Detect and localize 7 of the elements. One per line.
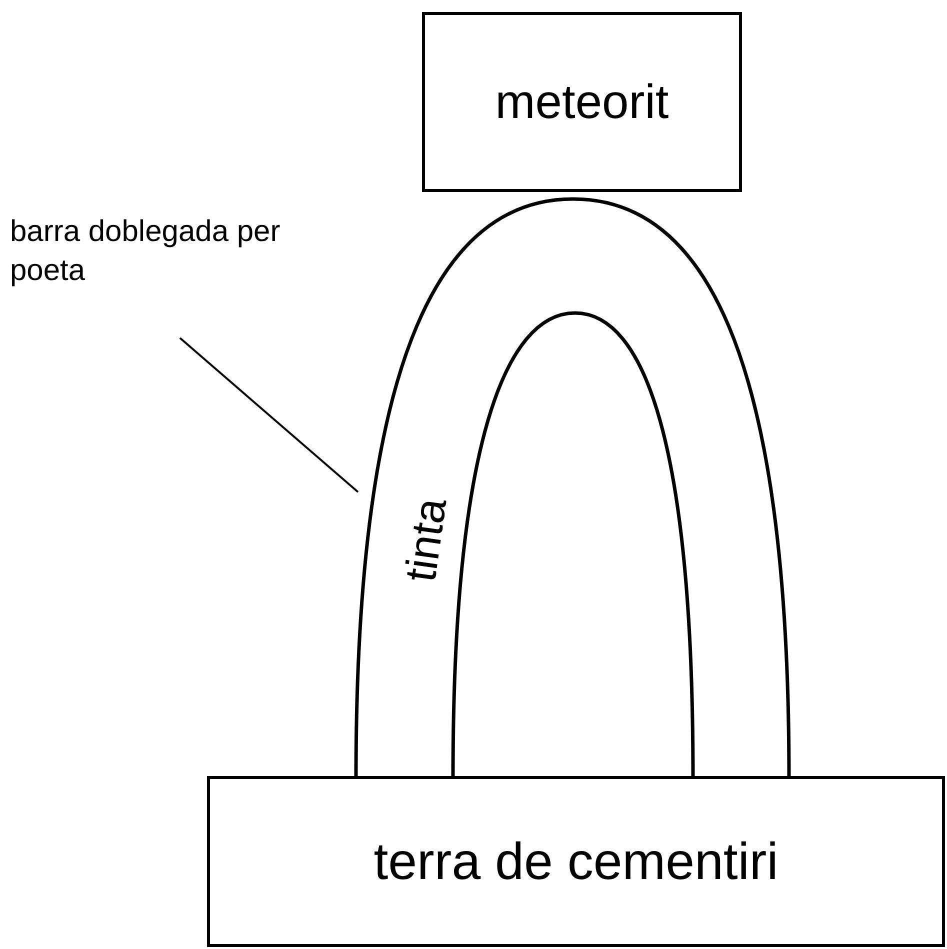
meteorite-box — [422, 12, 742, 192]
leader-line — [179, 337, 359, 493]
box-label: meteorit — [495, 74, 669, 130]
bar-label: tinta — [396, 495, 458, 585]
box-label: terra de cementiri — [374, 832, 778, 892]
callout-text: barra doblegada per poeta — [10, 214, 282, 289]
ground-box — [207, 776, 945, 947]
